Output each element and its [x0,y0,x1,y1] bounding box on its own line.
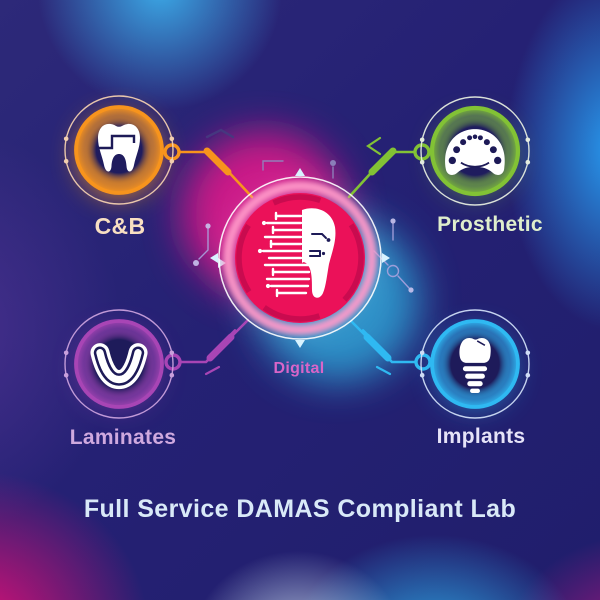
denture-arch-icon [445,129,505,175]
node-laminates [63,309,175,419]
implant-screw-icon [459,338,491,394]
node-implants [419,309,531,419]
arc-dots [63,136,175,164]
arc-dots [419,350,531,378]
node-label-cb: C&B [94,213,146,239]
page-title: Full Service DAMAS Compliant Lab [83,495,517,523]
node-prosthetic [419,96,531,206]
node-label-laminates: Laminates [69,426,177,449]
digital-circuit-tooth-icon [257,208,336,298]
veneer-shell-icon [90,343,148,390]
crown-bridge-tooth-icon [98,123,140,172]
hub-label: Digital [273,360,325,377]
node-label-prosthetic: Prosthetic [437,213,543,236]
node-label-implants: Implants [436,425,526,448]
connector-laminates [164,318,250,376]
ring-arrow-icons [210,168,390,348]
arc-dots [63,350,175,378]
hub-node [210,168,390,348]
connector-implants [349,319,432,376]
connector-prosthetic [347,136,431,199]
node-cb [63,95,175,205]
arc-dots [419,137,531,165]
